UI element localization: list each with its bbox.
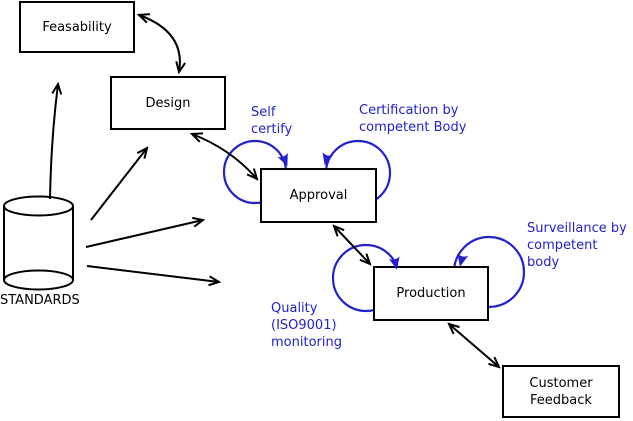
self-certify-arrowhead-icon: [277, 152, 288, 167]
edge-production-feedback: [449, 324, 499, 367]
production-box: [373, 266, 489, 321]
edge-feasability-design: [139, 15, 180, 72]
edge-standards-approval: [85, 220, 203, 248]
edge-standards-production: [86, 265, 219, 282]
feasability-box: [19, 1, 135, 53]
connectors: [49, 15, 499, 367]
edge-design-approval: [192, 134, 257, 179]
edge-standards-design: [90, 148, 147, 221]
surveillance-arrowhead-icon: [457, 253, 469, 267]
process-boxes: [19, 1, 620, 418]
customer-feedback-box: [502, 365, 620, 418]
certification-arrowhead-icon: [322, 152, 334, 166]
edge-standards-feasability: [49, 84, 58, 200]
approval-box: [260, 168, 377, 223]
standards-cylinder: [3, 195, 74, 291]
quality-arrowhead-icon: [388, 256, 400, 270]
edge-approval-production: [334, 226, 370, 264]
loop-arrowheads: [277, 152, 469, 270]
design-box: [110, 76, 226, 130]
